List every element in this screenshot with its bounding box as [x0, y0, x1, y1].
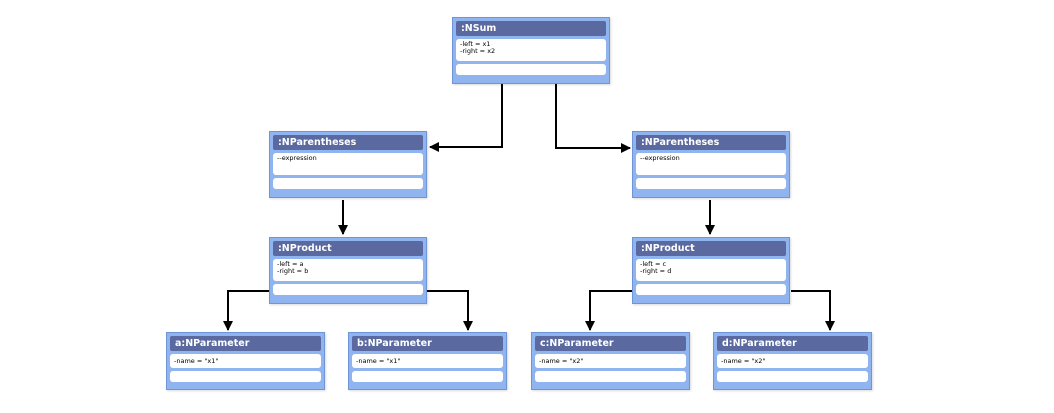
node-title: d:NParameter	[717, 336, 868, 351]
node-attributes: --expression	[636, 153, 786, 175]
node-title: :NParentheses	[636, 135, 786, 150]
node-attributes: -left = x1 -right = x2	[456, 39, 606, 61]
node-param-c[interactable]: c:NParameter -name = "x2"	[531, 332, 690, 390]
node-operations	[352, 371, 503, 382]
edge-prod-right-to-param-d	[791, 290, 835, 331]
node-title: :NProduct	[636, 241, 786, 256]
node-attributes: -left = a -right = b	[273, 259, 423, 281]
attribute: -name = "x1"	[174, 357, 219, 365]
node-title: :NProduct	[273, 241, 423, 256]
attribute: -left = a	[277, 260, 304, 268]
attribute: -left = c	[640, 260, 667, 268]
attribute: -left = x1	[460, 40, 491, 48]
node-attributes: -name = "x1"	[352, 354, 503, 368]
edge-prod-right-to-param-c	[585, 290, 632, 331]
node-operations	[273, 284, 423, 295]
node-operations	[273, 178, 423, 189]
node-product-left[interactable]: :NProduct -left = a -right = b	[269, 237, 427, 304]
attribute: -name = "x2"	[721, 357, 766, 365]
attribute: -name = "x1"	[356, 357, 401, 365]
node-title: a:NParameter	[170, 336, 321, 351]
node-attributes: --expression	[273, 153, 423, 175]
attribute: -right = d	[640, 267, 672, 275]
node-attributes: -left = c -right = d	[636, 259, 786, 281]
node-attributes: -name = "x1"	[170, 354, 321, 368]
node-paren-right[interactable]: :NParentheses --expression	[632, 131, 790, 198]
node-param-b[interactable]: b:NParameter -name = "x1"	[348, 332, 507, 390]
edge-prod-left-to-param-b	[427, 290, 473, 331]
node-operations	[456, 64, 606, 75]
node-attributes: -name = "x2"	[717, 354, 868, 368]
node-operations	[170, 371, 321, 382]
node-paren-left[interactable]: :NParentheses --expression	[269, 131, 427, 198]
node-operations	[636, 178, 786, 189]
node-title: :NParentheses	[273, 135, 423, 150]
node-title: :NSum	[456, 21, 606, 36]
edge-prod-left-to-param-a	[223, 290, 269, 331]
node-title: c:NParameter	[535, 336, 686, 351]
node-title: b:NParameter	[352, 336, 503, 351]
node-param-d[interactable]: d:NParameter -name = "x2"	[713, 332, 872, 390]
attribute: -name = "x2"	[539, 357, 584, 365]
node-nsum[interactable]: :NSum -left = x1 -right = x2	[452, 17, 610, 84]
attribute: --expression	[640, 154, 680, 162]
attribute: --expression	[277, 154, 317, 162]
node-param-a[interactable]: a:NParameter -name = "x1"	[166, 332, 325, 390]
node-product-right[interactable]: :NProduct -left = c -right = d	[632, 237, 790, 304]
edge-nsum-to-paren-right	[555, 84, 631, 153]
attribute: -right = x2	[460, 47, 496, 55]
node-operations	[636, 284, 786, 295]
node-operations	[535, 371, 686, 382]
node-attributes: -name = "x2"	[535, 354, 686, 368]
node-operations	[717, 371, 868, 382]
attribute: -right = b	[277, 267, 309, 275]
edge-nsum-to-paren-left	[429, 84, 503, 152]
